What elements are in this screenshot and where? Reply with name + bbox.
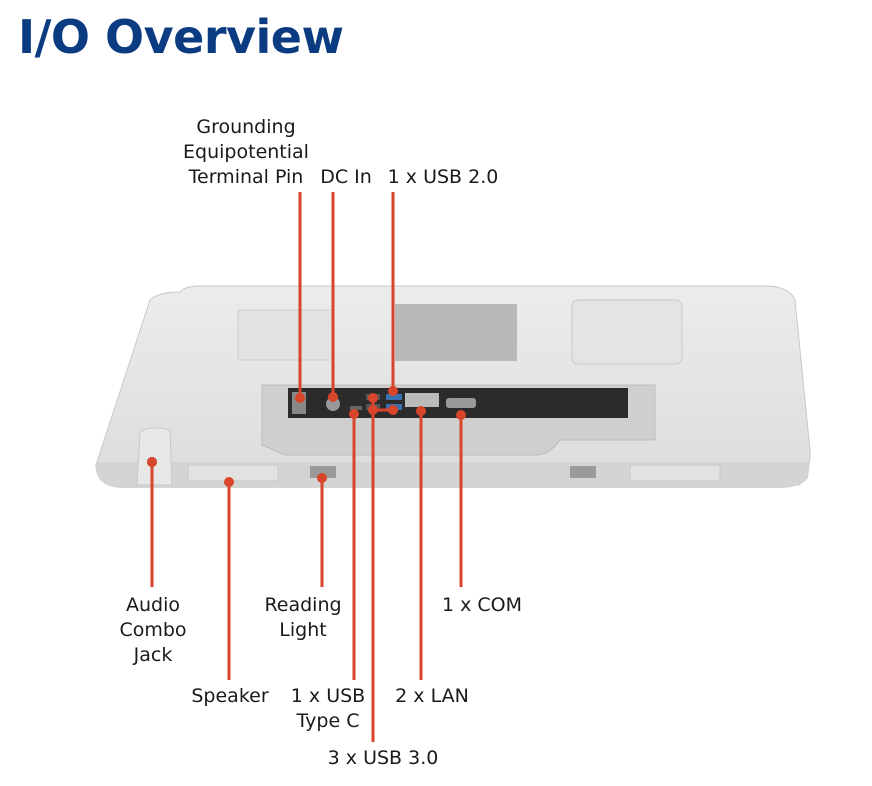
label-usb30: 3 x USB 3.0	[328, 747, 439, 769]
label-usb20: 1 x USB 2.0	[388, 166, 499, 188]
label-audio: Jack	[133, 644, 173, 666]
service-cover	[571, 299, 683, 365]
page-title: I/O Overview	[18, 10, 344, 64]
label-com: 1 x COM	[442, 594, 522, 616]
speaker-grille-left	[187, 464, 279, 482]
label-usb-c: Type C	[296, 710, 360, 732]
label-audio: Audio	[126, 594, 180, 616]
callout-labels: Grounding Equipotential Terminal Pin DC …	[119, 116, 522, 769]
label-reading-light: Light	[279, 619, 326, 641]
label-speaker: Speaker	[191, 685, 268, 707]
label-grounding: Terminal Pin	[188, 166, 304, 188]
label-usb-c: 1 x USB	[291, 685, 365, 707]
label-grounding: Grounding	[196, 116, 295, 138]
label-dc-in: DC In	[320, 166, 372, 188]
speaker-grille-right	[629, 464, 721, 482]
label-audio: Combo	[119, 619, 186, 641]
label-reading-light: Reading	[264, 594, 341, 616]
vesa-mount-plate	[395, 304, 517, 361]
device-illustration	[95, 285, 811, 488]
label-lan: 2 x LAN	[395, 685, 469, 707]
panel-plate	[237, 309, 335, 361]
label-grounding: Equipotential	[183, 141, 309, 163]
reading-light	[310, 466, 336, 478]
callout-lines	[147, 192, 466, 742]
